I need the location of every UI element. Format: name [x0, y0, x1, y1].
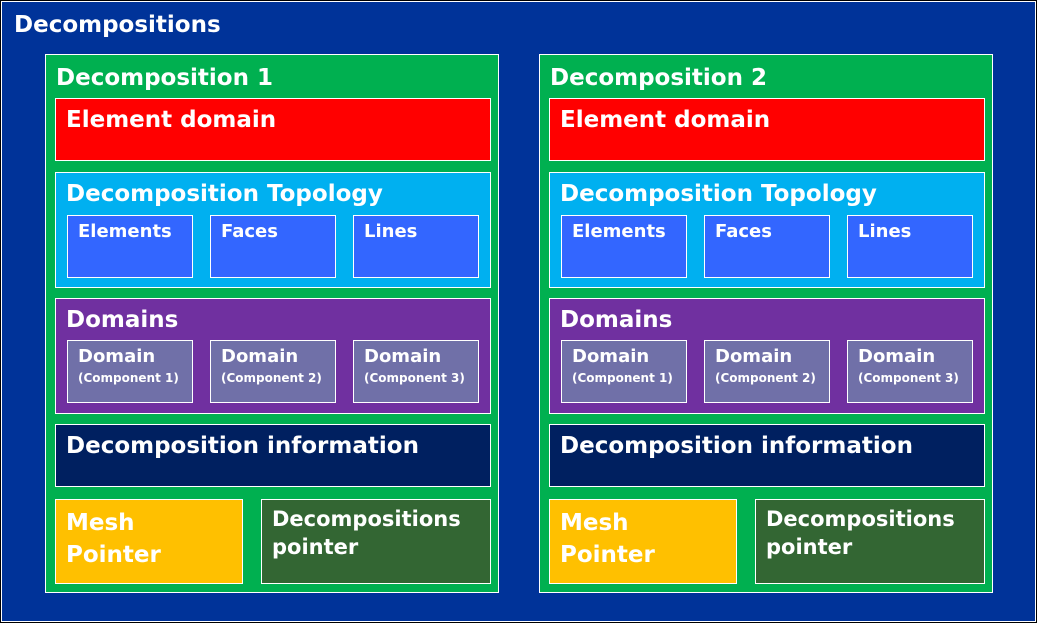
- domain-component-1: Domain (Component 1): [67, 340, 193, 403]
- mesh-pointer-line-2: Pointer: [66, 542, 161, 568]
- component-label: (Component 2): [221, 371, 322, 385]
- mesh-pointer-label: Mesh Pointer: [66, 507, 161, 571]
- topology-item-faces: Faces: [210, 215, 336, 278]
- decompositions-pointer-box: Decompositions pointer: [261, 499, 491, 584]
- domain-component-2: Domain (Component 2): [210, 340, 336, 403]
- mesh-pointer-box: Mesh Pointer: [55, 499, 243, 584]
- decomposition-information-box: Decomposition information: [55, 424, 491, 487]
- topology-item-label: Elements: [78, 221, 172, 242]
- topology-item-label: Faces: [715, 221, 772, 242]
- topology-item-lines: Lines: [353, 215, 479, 278]
- topology-item-label: Elements: [572, 221, 666, 242]
- mesh-pointer-label: Mesh Pointer: [560, 507, 655, 571]
- topology-item-lines: Lines: [847, 215, 973, 278]
- decompositions-pointer-box: Decompositions pointer: [755, 499, 985, 584]
- domain-label: Domain: [572, 346, 650, 367]
- decompositions-pointer-line-1: Decompositions: [272, 507, 461, 531]
- decompositions-pointer-label: Decompositions pointer: [766, 505, 955, 561]
- decomposition-title: Decomposition 1: [56, 65, 273, 91]
- topology-label: Decomposition Topology: [66, 181, 383, 207]
- diagram-title: Decompositions: [14, 12, 221, 38]
- mesh-pointer-line-2: Pointer: [560, 542, 655, 568]
- topology-label: Decomposition Topology: [560, 181, 877, 207]
- topology-item-label: Lines: [858, 221, 912, 242]
- topology-item-faces: Faces: [704, 215, 830, 278]
- decomposition-topology-box: Decomposition Topology Elements Faces Li…: [549, 172, 985, 288]
- component-label: (Component 1): [572, 371, 673, 385]
- domain-label: Domain: [78, 346, 156, 367]
- topology-item-label: Faces: [221, 221, 278, 242]
- decomposition-information-box: Decomposition information: [549, 424, 985, 487]
- domain-label: Domain: [858, 346, 936, 367]
- domains-label: Domains: [560, 307, 673, 333]
- decomposition-topology-box: Decomposition Topology Elements Faces Li…: [55, 172, 491, 288]
- topology-item-elements: Elements: [561, 215, 687, 278]
- domains-box: Domains Domain (Component 1) Domain (Com…: [549, 298, 985, 414]
- information-label: Decomposition information: [560, 433, 913, 459]
- component-label: (Component 1): [78, 371, 179, 385]
- information-label: Decomposition information: [66, 433, 419, 459]
- element-domain-box: Element domain: [549, 98, 985, 161]
- topology-item-elements: Elements: [67, 215, 193, 278]
- mesh-pointer-line-1: Mesh: [560, 510, 629, 536]
- element-domain-label: Element domain: [66, 107, 277, 133]
- domain-label: Domain: [715, 346, 793, 367]
- mesh-pointer-line-1: Mesh: [66, 510, 135, 536]
- decomposition-2: Decomposition 2 Element domain Decomposi…: [539, 54, 993, 593]
- domain-component-2: Domain (Component 2): [704, 340, 830, 403]
- element-domain-label: Element domain: [560, 107, 771, 133]
- topology-item-label: Lines: [364, 221, 418, 242]
- decompositions-pointer-label: Decompositions pointer: [272, 505, 461, 561]
- decomposition-1: Decomposition 1 Element domain Decomposi…: [45, 54, 499, 593]
- decompositions-pointer-line-2: pointer: [766, 535, 853, 559]
- mesh-pointer-box: Mesh Pointer: [549, 499, 737, 584]
- element-domain-box: Element domain: [55, 98, 491, 161]
- decompositions-pointer-line-2: pointer: [272, 535, 359, 559]
- domain-component-1: Domain (Component 1): [561, 340, 687, 403]
- domain-component-3: Domain (Component 3): [847, 340, 973, 403]
- component-label: (Component 3): [858, 371, 959, 385]
- domains-label: Domains: [66, 307, 179, 333]
- domain-label: Domain: [221, 346, 299, 367]
- domain-component-3: Domain (Component 3): [353, 340, 479, 403]
- decomposition-title: Decomposition 2: [550, 65, 767, 91]
- component-label: (Component 3): [364, 371, 465, 385]
- component-label: (Component 2): [715, 371, 816, 385]
- decompositions-pointer-line-1: Decompositions: [766, 507, 955, 531]
- domain-label: Domain: [364, 346, 442, 367]
- domains-box: Domains Domain (Component 1) Domain (Com…: [55, 298, 491, 414]
